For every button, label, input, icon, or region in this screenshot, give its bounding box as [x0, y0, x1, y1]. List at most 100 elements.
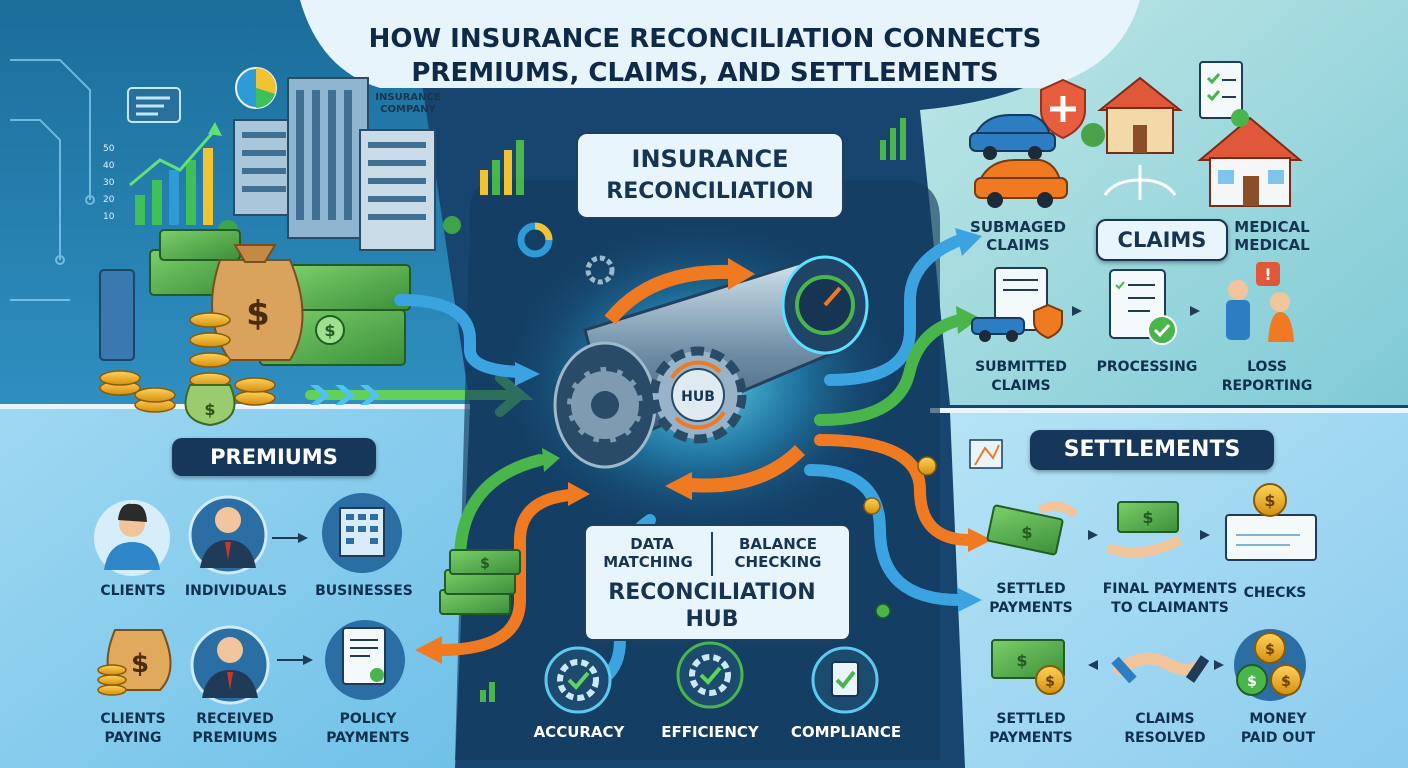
swirl-arrow-bottom	[689, 444, 805, 493]
hub-footer-line1: RECONCILIATION	[608, 580, 815, 605]
claims-top-right-line1: MEDICAL	[1234, 218, 1310, 236]
premiums-row1-label: CLIENTS	[100, 583, 166, 599]
data-matching-line1: DATA	[630, 535, 674, 553]
people-alert-icon: !	[1226, 262, 1294, 342]
quality-label: EFFICIENCY	[661, 723, 760, 741]
coins-icon: $ $ $	[1234, 629, 1306, 701]
businessman-icon	[190, 625, 270, 705]
balance-checking-line2: CHECKING	[735, 553, 822, 571]
money-pile-icon: $ $ $	[99, 229, 411, 427]
axis-tick: 20	[103, 195, 115, 205]
swirl-arrow-top-head	[728, 258, 755, 290]
pie-chart-icon	[235, 67, 277, 109]
quality-label: ACCURACY	[534, 723, 626, 741]
flow-small-arrow-head	[1088, 660, 1098, 670]
premiums-section-label: PREMIUMS	[172, 438, 376, 476]
svg-text:$: $	[1265, 642, 1275, 658]
building-label-line1: INSURANCE	[375, 92, 441, 103]
hub-heading-line2: RECONCILIATION	[606, 179, 813, 204]
cash-coin-icon: $ $	[991, 639, 1065, 695]
page-title: HOW INSURANCE RECONCILIATION CONNECTS PR…	[230, 22, 1180, 90]
hub-heading-line1: INSURANCE	[632, 145, 789, 173]
axis-tick: 50	[103, 144, 115, 154]
handshake-icon	[1111, 652, 1210, 684]
svg-text:$: $	[1142, 508, 1153, 527]
checklist-clipboard-icon	[1199, 61, 1243, 119]
flow-small-arrow-head	[1072, 306, 1082, 316]
svg-text:$: $	[1016, 651, 1027, 670]
swirl-arrow-top	[604, 264, 731, 325]
balance-checking-line1: BALANCE	[739, 535, 817, 553]
circuit-lines-left	[10, 59, 95, 301]
axis-tick: 40	[103, 161, 115, 171]
title-line1: HOW INSURANCE RECONCILIATION CONNECTS	[368, 24, 1042, 54]
woman-avatar-icon	[94, 500, 170, 576]
svg-text:$: $	[246, 294, 270, 334]
checklist-icon	[1109, 269, 1177, 345]
flow-small-arrow-head	[1088, 530, 1098, 540]
donut-chart-icon	[517, 222, 615, 285]
flow-small-arrow-head	[1190, 306, 1200, 316]
dollar-coin-icons	[863, 456, 937, 619]
shield-icon	[1040, 78, 1086, 140]
premiums-row1-label: BUSINESSES	[315, 583, 413, 599]
money-bag-icon: $	[97, 629, 172, 696]
house-icon	[1081, 76, 1183, 154]
hand-cash-icon: $	[1106, 501, 1183, 558]
claims-section-label: CLAIMS	[1096, 219, 1228, 261]
hub-label: HUB	[681, 389, 715, 405]
damaged-car-icon	[974, 159, 1068, 208]
svg-text:$: $	[1247, 674, 1257, 690]
svg-text:$: $	[131, 649, 149, 679]
check-icon: $	[1225, 483, 1317, 561]
hub-machine	[553, 255, 869, 469]
axis-tick: 10	[103, 212, 115, 222]
axis-ticks: 50 40 30 20 10	[103, 144, 115, 222]
hub-footer-line2: HUB	[685, 607, 738, 632]
map-icon	[969, 439, 1003, 469]
svg-text:$: $	[1264, 491, 1275, 510]
building-label-line2: COMPANY	[380, 104, 436, 115]
swirl-arrow-bottom-head	[665, 472, 692, 500]
svg-text:$: $	[480, 556, 490, 572]
compliance-icon	[811, 646, 879, 714]
accuracy-icon	[544, 646, 612, 714]
claims-top-left-line2: CLAIMS	[986, 236, 1050, 254]
cash-handshake-icon: $	[986, 501, 1079, 556]
efficiency-icon	[676, 641, 744, 709]
car-claim-icon	[971, 267, 1063, 342]
settlements-row1-label: CHECKS	[1243, 585, 1307, 601]
quality-label: COMPLIANCE	[791, 723, 901, 741]
claims-top-right-line2: MEDICAL	[1234, 236, 1310, 254]
premiums-row1-label: INDIVIDUALS	[184, 583, 288, 599]
growth-chart-icon	[129, 122, 222, 225]
title-line2: PREMIUMS, CLAIMS, AND SETTLEMENTS	[411, 58, 999, 88]
cash-stack-icon: $	[439, 549, 521, 615]
flow-small-arrow-head	[1200, 530, 1210, 540]
title-banner	[300, 0, 1140, 88]
car-icon	[969, 114, 1056, 160]
flow-small-arrow-head	[298, 533, 308, 543]
svg-text:$: $	[1045, 674, 1055, 690]
flow-small-arrow-head	[303, 655, 313, 665]
data-matching-line2: MATCHING	[603, 553, 693, 571]
settlements-section-label: SETTLEMENTS	[1030, 430, 1274, 470]
claims-row-label: PROCESSING	[1096, 359, 1198, 375]
office-building-icon	[322, 493, 402, 573]
right-divider	[930, 408, 1408, 413]
man-avatar-icon	[188, 495, 268, 575]
claims-top-left-line1: SUBMAGED	[970, 218, 1066, 236]
svg-text:$: $	[1281, 674, 1291, 690]
home-large-icon	[1197, 109, 1303, 207]
flow-small-arrow-head	[1214, 660, 1224, 670]
split-arrow-icon	[1103, 165, 1177, 200]
